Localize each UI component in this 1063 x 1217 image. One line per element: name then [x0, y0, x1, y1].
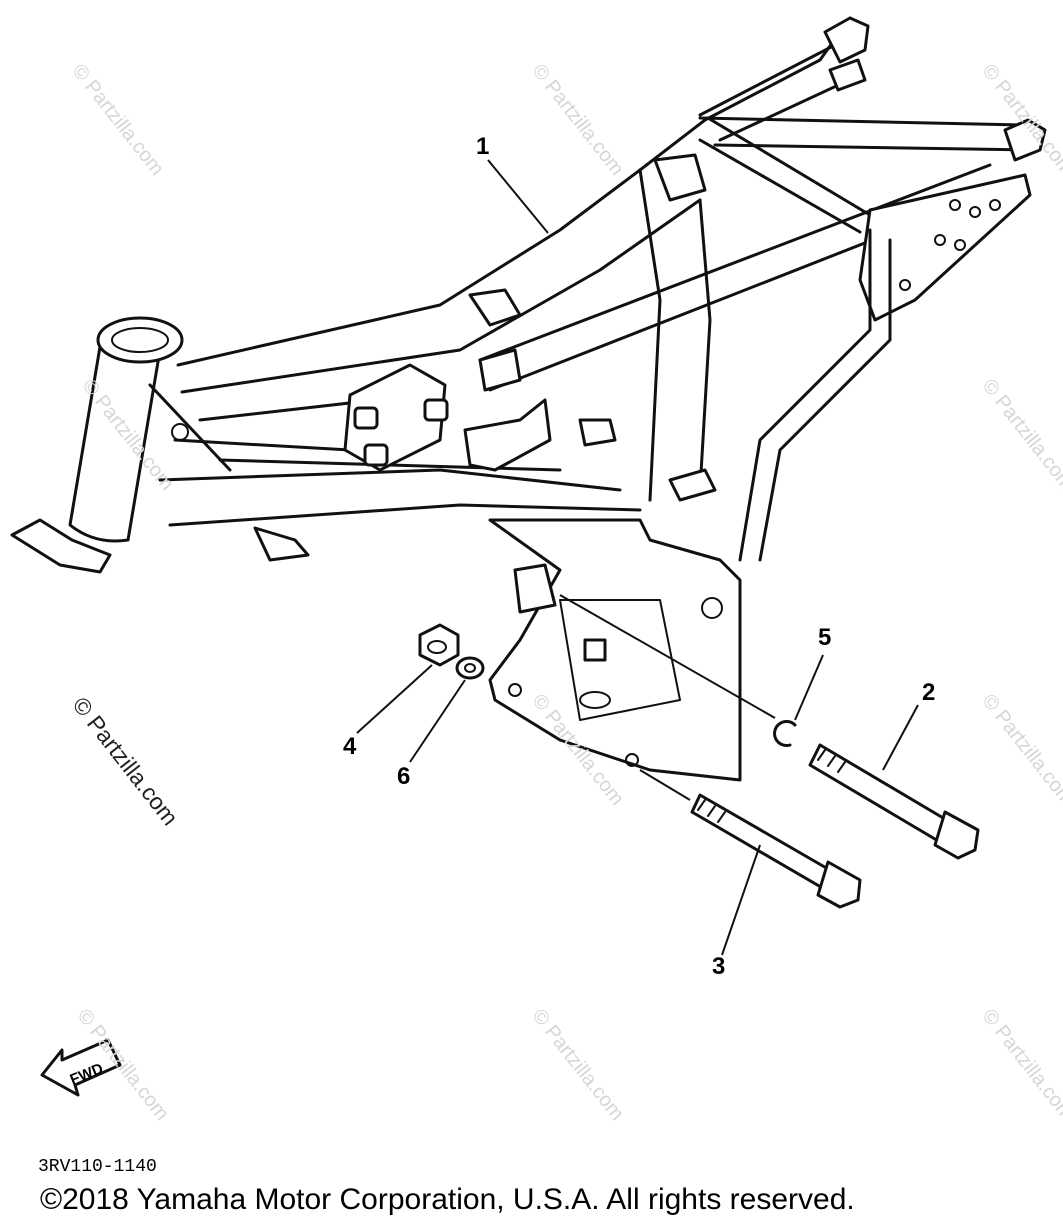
bolt-part-3 — [690, 793, 862, 909]
callout-bolt-short: 3 — [712, 953, 726, 980]
washer-part-6 — [455, 656, 485, 680]
bolt-part-2 — [808, 743, 980, 860]
callout-frame: 1 — [476, 133, 490, 160]
circlip-part-5 — [773, 720, 797, 747]
leader-lines — [356, 159, 919, 956]
callout-nut: 4 — [343, 733, 357, 760]
nut-part-4 — [418, 623, 460, 667]
frame-part-1 — [10, 16, 1047, 782]
diagram-code: 3RV110-1140 — [38, 1157, 157, 1177]
callout-circlip: 5 — [818, 624, 832, 651]
copyright-notice: ©2018 Yamaha Motor Corporation, U.S.A. A… — [40, 1183, 855, 1216]
callout-washer: 6 — [397, 763, 411, 790]
callout-bolt-long: 2 — [922, 679, 936, 706]
